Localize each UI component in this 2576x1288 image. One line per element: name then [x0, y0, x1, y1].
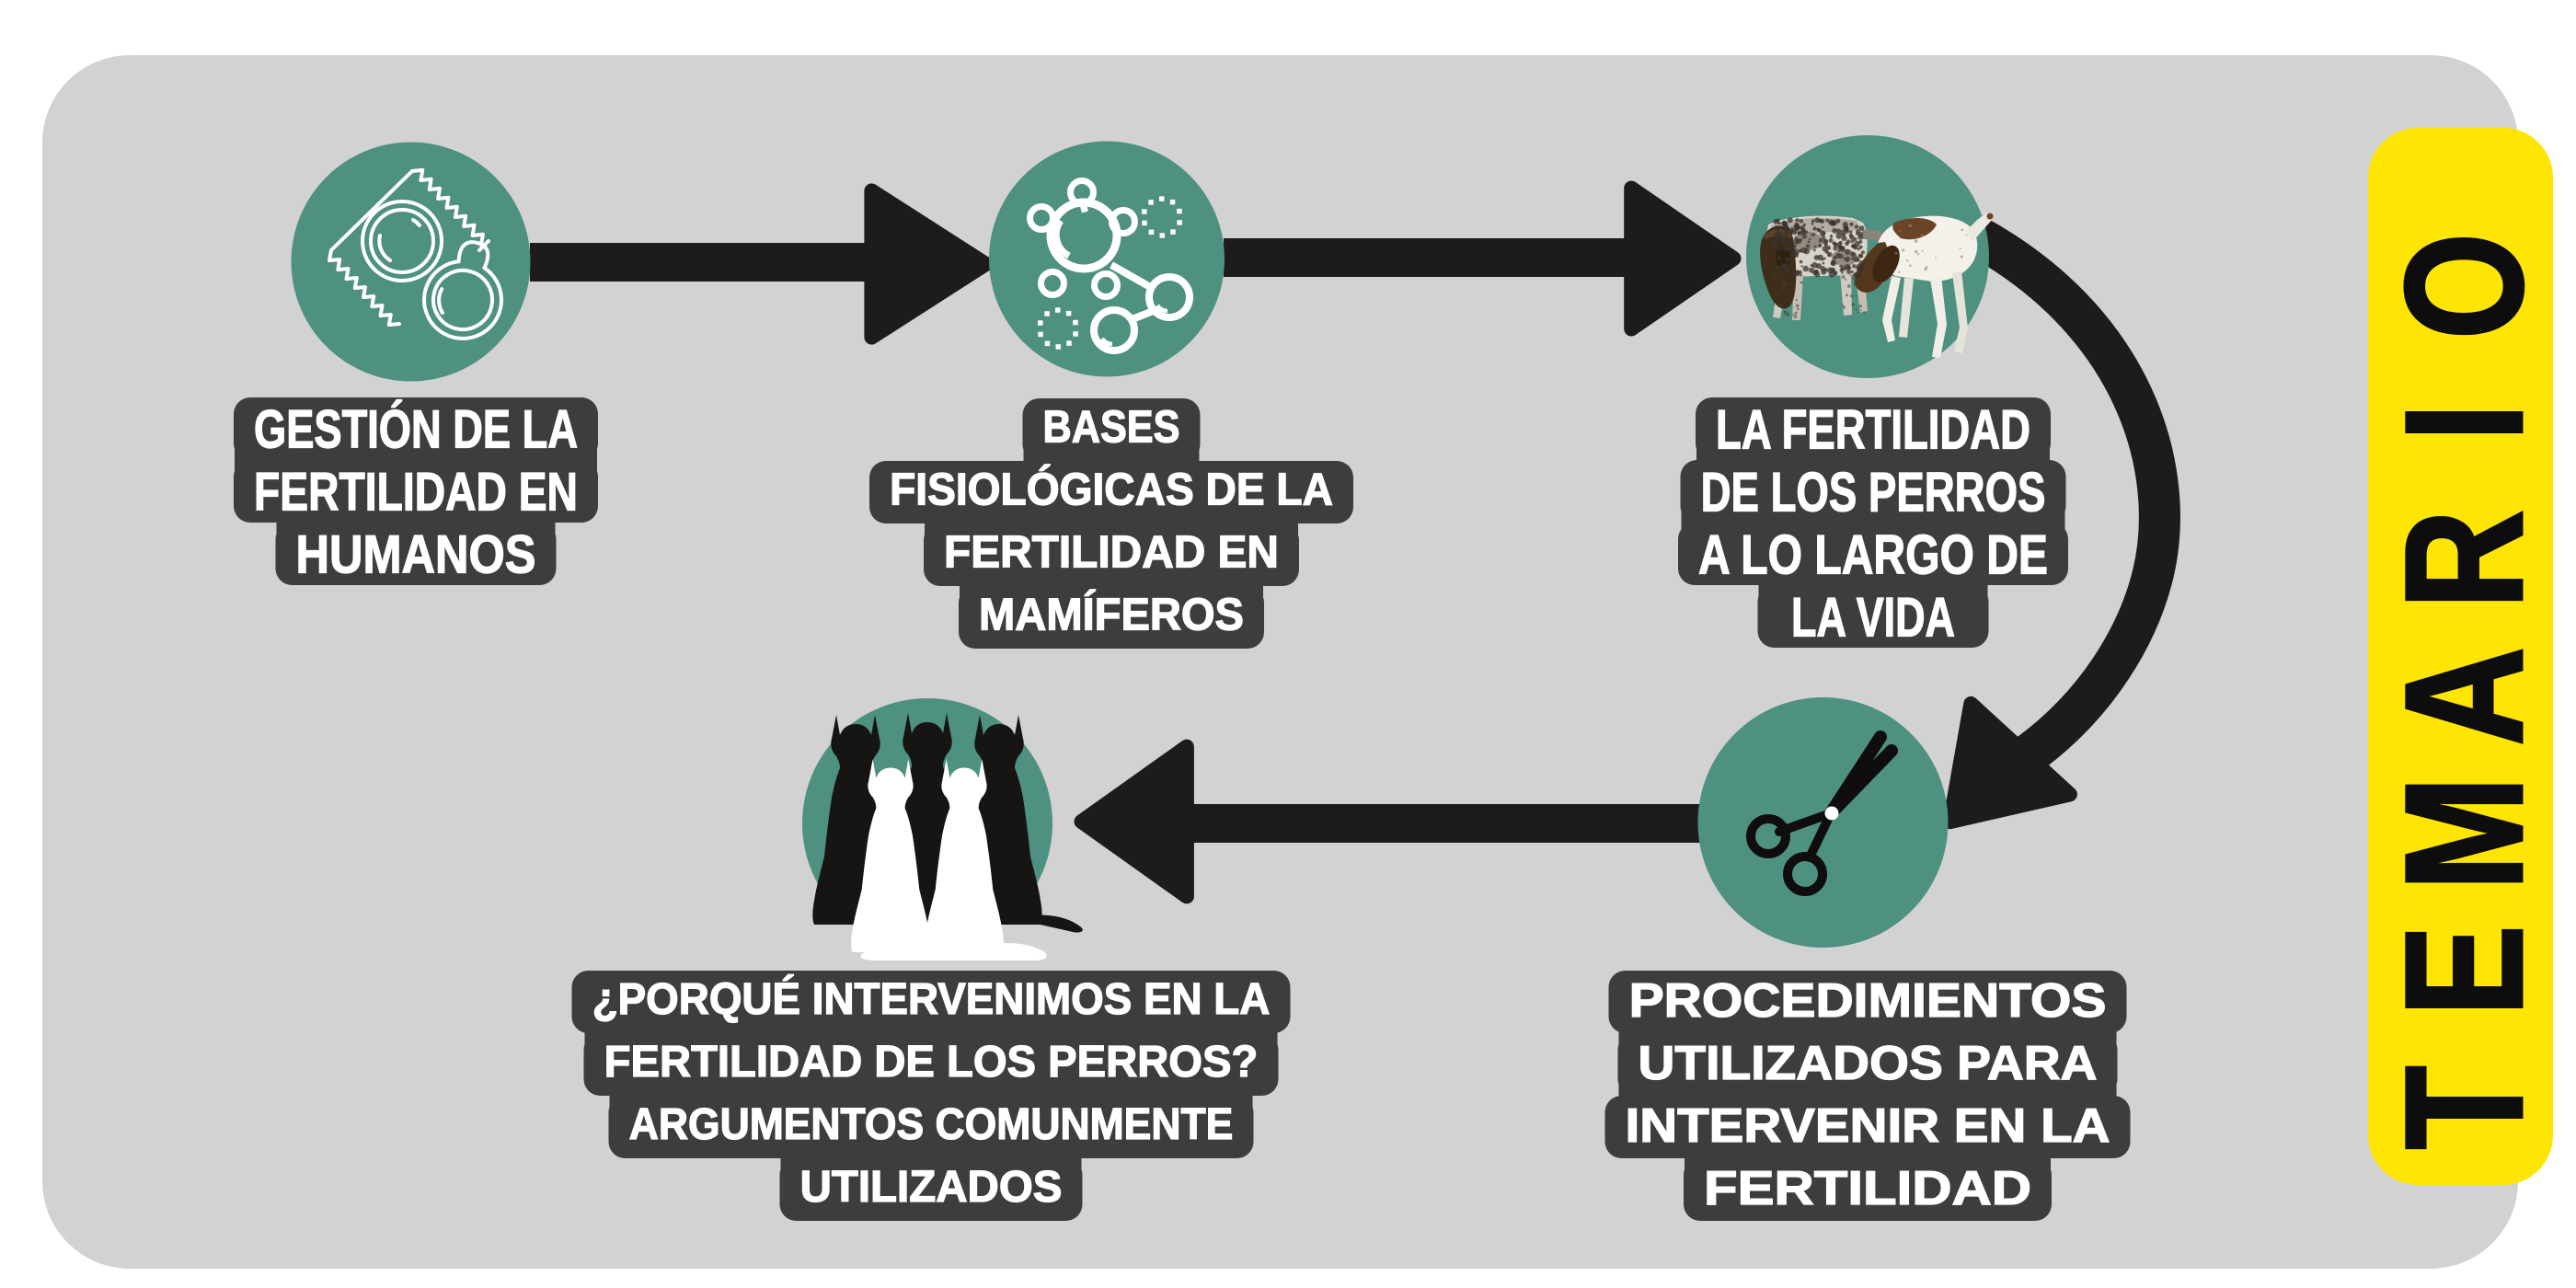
svg-text:FISIOLÓGICAS DE LA: FISIOLÓGICAS DE LA — [890, 463, 1333, 515]
svg-text:PROCEDIMIENTOS: PROCEDIMIENTOS — [1629, 973, 2107, 1027]
svg-text:HUMANOS: HUMANOS — [296, 524, 536, 584]
svg-text:¿PORQUÉ INTERVENIMOS EN LA: ¿PORQUÉ INTERVENIMOS EN LA — [592, 974, 1271, 1023]
svg-text:MAMÍFEROS: MAMÍFEROS — [979, 590, 1244, 640]
svg-text:O: O — [2371, 233, 2558, 339]
svg-text:LA VIDA: LA VIDA — [1791, 587, 1955, 649]
svg-text:FERTILIDAD EN: FERTILIDAD EN — [254, 463, 578, 522]
svg-text:FERTILIDAD EN: FERTILIDAD EN — [944, 527, 1279, 578]
svg-text:GESTIÓN DE LA: GESTIÓN DE LA — [254, 400, 578, 460]
svg-text:UTILIZADOS: UTILIZADOS — [800, 1163, 1063, 1212]
svg-text:FERTILIDAD DE LOS PERROS?: FERTILIDAD DE LOS PERROS? — [604, 1038, 1259, 1087]
svg-text:INTERVENIR EN LA: INTERVENIR EN LA — [1626, 1098, 2110, 1152]
svg-text:I: I — [2371, 403, 2558, 441]
svg-text:ARGUMENTOS COMUNMENTE: ARGUMENTOS COMUNMENTE — [629, 1098, 1234, 1148]
svg-text:T: T — [2371, 1065, 2558, 1149]
svg-text:M: M — [2371, 776, 2558, 891]
svg-text:R: R — [2371, 510, 2558, 609]
svg-text:FERTILIDAD: FERTILIDAD — [1704, 1161, 2031, 1214]
svg-text:DE LOS PERROS: DE LOS PERROS — [1701, 463, 2046, 523]
svg-text:BASES: BASES — [1043, 401, 1180, 452]
svg-text:A LO LARGO DE: A LO LARGO DE — [1698, 524, 2048, 586]
svg-text:LA FERTILIDAD: LA FERTILIDAD — [1716, 400, 2030, 461]
svg-text:E: E — [2371, 925, 2558, 1017]
svg-text:A: A — [2371, 647, 2558, 746]
svg-text:UTILIZADOS PARA: UTILIZADOS PARA — [1639, 1036, 2098, 1089]
